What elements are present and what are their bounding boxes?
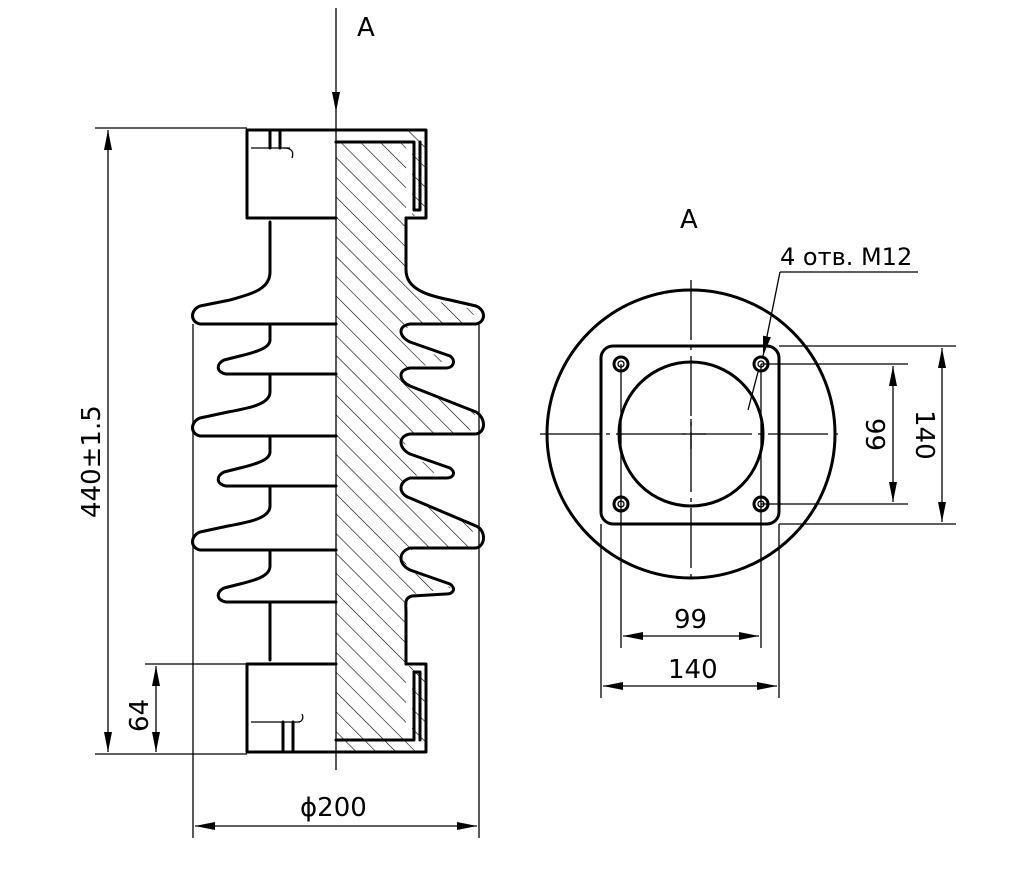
hole-note-leader bbox=[762, 271, 781, 357]
bottom-flange-right bbox=[334, 662, 428, 754]
end-view: A 4 отв. M12 99 140 bbox=[540, 205, 956, 698]
flange-dim-text: 64 bbox=[125, 699, 155, 732]
inner-v-dim-text: 99 bbox=[859, 418, 889, 451]
shed-profile-left bbox=[191, 220, 338, 662]
view-title: A bbox=[680, 205, 698, 235]
shed-profile-right bbox=[399, 216, 485, 666]
diameter-dim-text: ϕ200 bbox=[300, 793, 367, 823]
flange-bottom-hatch bbox=[336, 666, 426, 752]
hole-note-text: 4 отв. M12 bbox=[780, 243, 912, 271]
side-view: A 440±1.5 bbox=[77, 8, 485, 838]
section-arrow-label: A bbox=[357, 13, 375, 43]
outer-v-dim-text: 140 bbox=[909, 410, 939, 460]
inner-h-dim-text: 99 bbox=[674, 605, 707, 635]
outer-h-dim-text: 140 bbox=[668, 655, 718, 685]
top-flange-right bbox=[334, 128, 428, 220]
section-hatch bbox=[336, 142, 476, 740]
top-flange-left bbox=[245, 128, 338, 220]
flange-square bbox=[599, 344, 781, 526]
height-dim-text: 440±1.5 bbox=[77, 405, 107, 518]
